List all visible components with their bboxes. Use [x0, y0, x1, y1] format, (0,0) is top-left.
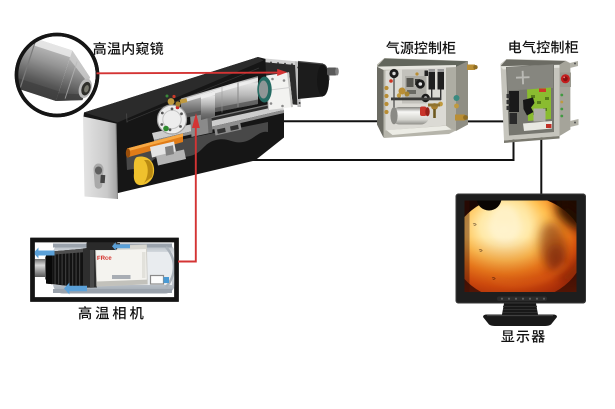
svg-text:FRce: FRce — [97, 256, 112, 262]
